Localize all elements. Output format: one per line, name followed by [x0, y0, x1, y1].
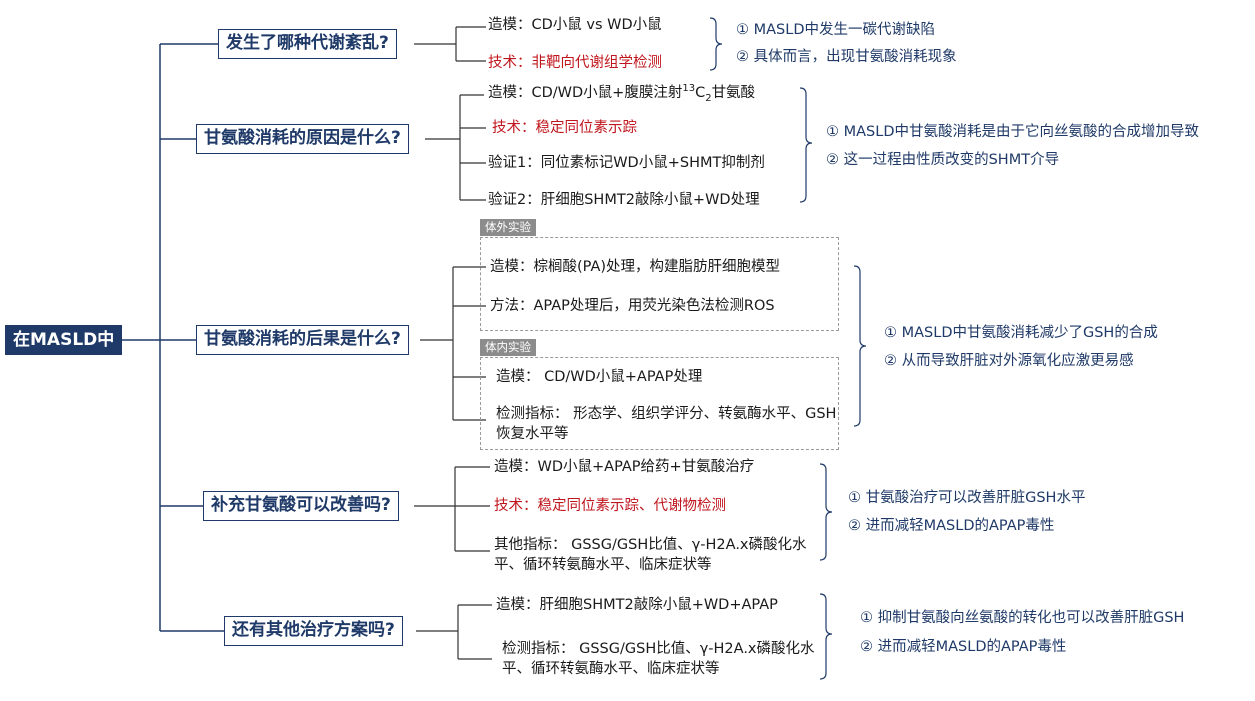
q1-conclusion-1: ① MASLD中发生一碳代谢缺陷 [736, 22, 935, 38]
q1-conclusion-2: ② 具体而言，出现甘氨酸消耗现象 [736, 49, 957, 65]
q2-validation-2: 验证2：肝细胞SHMT2敲除小鼠+WD处理 [488, 192, 760, 208]
q4-other-indicators: 其他指标： GSSG/GSH比值、γ-H2A.x磷酸化水平、循环转氨酶水平、临床… [494, 537, 807, 573]
q2-model-text-post: 甘氨酸 [711, 85, 756, 101]
q4-sub-connector [414, 466, 490, 552]
q5-conclusion-1: ① 抑制甘氨酸向丝氨酸的转化也可以改善肝脏GSH [860, 610, 1185, 626]
q3-invivo-indicators: 检测指标： 形态学、组织学评分、转氨酶水平、GSH恢复水平等 [496, 406, 837, 442]
q4-technique: 技术：稳定同位素示踪、代谢物检测 [494, 498, 726, 514]
q3-invitro-model: 造模：棕榈酸(PA)处理，构建脂肪肝细胞模型 [490, 259, 781, 275]
q1-brace [709, 17, 723, 71]
q2-technique: 技术：稳定同位素示踪 [492, 120, 637, 136]
q3-sub-connector [420, 266, 486, 421]
q3-invitro-method: 方法：APAP处理后，用荧光染色法检测ROS [490, 298, 775, 314]
question-glycine-supplement: 补充甘氨酸可以改善吗? [203, 491, 399, 521]
q2-model-isotope-mass: 13 [682, 83, 696, 95]
q2-validation-1: 验证1：同位素标记WD小鼠+SHMT抑制剂 [488, 155, 765, 171]
q1-model: 造模：CD小鼠 vs WD小鼠 [488, 17, 662, 33]
question-glycine-consequence: 甘氨酸消耗的后果是什么? [196, 325, 409, 355]
q4-conclusion-2: ② 进而减轻MASLD的APAP毒性 [848, 518, 1055, 534]
in-vitro-group [480, 237, 839, 331]
q1-technique: 技术：非靶向代谢组学检测 [488, 55, 662, 71]
q3-conclusion-2: ② 从而导致肝脏对外源氧化应激更易感 [884, 353, 1134, 369]
root-node: 在MASLD中 [5, 325, 123, 355]
q4-conclusion-1: ① 甘氨酸治疗可以改善肝脏GSH水平 [848, 490, 1086, 506]
q2-conclusion-1: ① MASLD中甘氨酸消耗是由于它向丝氨酸的合成增加导致 [826, 124, 1199, 140]
q3-conclusion-1: ① MASLD中甘氨酸消耗减少了GSH的合成 [884, 325, 1158, 341]
q2-brace [799, 87, 813, 203]
q2-conclusion-2: ② 这一过程由性质改变的SHMT介导 [826, 152, 1060, 168]
q3-invivo-model: 造模： CD/WD小鼠+APAP处理 [496, 369, 703, 385]
in-vitro-tag: 体外实验 [480, 219, 536, 236]
q3-brace [853, 265, 867, 427]
q4-model: 造模：WD小鼠+APAP给药+甘氨酸治疗 [494, 459, 755, 475]
question-other-therapy: 还有其他治疗方案吗? [224, 616, 403, 646]
q5-conclusion-2: ② 进而减轻MASLD的APAP毒性 [860, 639, 1067, 655]
q2-model-text-pre: 造模：CD/WD小鼠+腹膜注射 [488, 85, 683, 101]
q2-model-isotope-element: C [695, 85, 706, 101]
q1-sub-connector [414, 26, 486, 62]
q2-model: 造模：CD/WD小鼠+腹膜注射13C2甘氨酸 [488, 83, 756, 104]
in-vivo-tag: 体内实验 [480, 339, 536, 356]
q5-indicators: 检测指标： GSSG/GSH比值、γ-H2A.x磷酸化水平、循环转氨酶水平、临床… [502, 641, 815, 677]
question-glycine-cause: 甘氨酸消耗的原因是什么? [196, 124, 409, 154]
q2-model-isotope-count: 2 [705, 92, 712, 104]
in-vivo-group [480, 357, 839, 450]
q5-sub-connector [416, 604, 492, 660]
q5-model: 造模：肝细胞SHMT2敲除小鼠+WD+APAP [496, 597, 778, 613]
question-metabolic-disorder: 发生了哪种代谢紊乱? [218, 29, 397, 59]
q2-sub-connector [425, 94, 486, 201]
